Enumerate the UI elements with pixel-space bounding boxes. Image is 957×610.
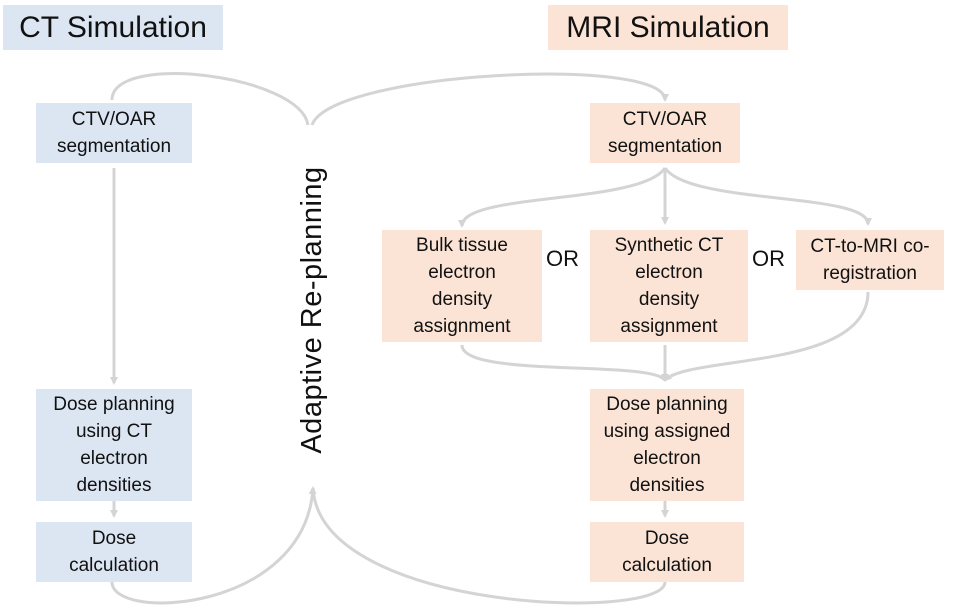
arrow-mri-seg-to-bulk bbox=[458, 167, 667, 228]
loop-mri-bottom bbox=[311, 487, 667, 605]
ct-dose-planning-box: Dose planning using CT electron densitie… bbox=[36, 389, 192, 501]
mri-dose-calculation-box: Dose calculation bbox=[590, 522, 744, 582]
or-label-left: OR bbox=[546, 246, 579, 271]
loop-ct-bottom bbox=[110, 486, 317, 605]
mri-dose-planning-box: Dose planning using assigned electron de… bbox=[590, 389, 744, 501]
ct-dose-calculation-box: Dose calculation bbox=[36, 522, 192, 582]
synthetic-ct-box: Synthetic CT electron density assignment bbox=[590, 230, 748, 342]
arrow-bulk-to-planning bbox=[460, 344, 667, 382]
or-label-right: OR bbox=[752, 246, 785, 271]
ct-to-mri-coregistration-box: CT-to-MRI co- registration bbox=[796, 230, 944, 290]
arrow-mri-seg-to-coreg bbox=[663, 167, 872, 226]
mri-simulation-title: MRI Simulation bbox=[548, 5, 788, 50]
arrow-coreg-to-planning bbox=[663, 291, 870, 382]
ct-simulation-title: CT Simulation bbox=[3, 5, 223, 50]
loop-mri-top bbox=[310, 72, 669, 126]
bulk-tissue-box: Bulk tissue electron density assignment bbox=[382, 230, 542, 342]
ct-segmentation-box: CTV/OAR segmentation bbox=[36, 103, 192, 163]
adaptive-replanning-label: Adaptive Re-planning bbox=[295, 166, 328, 454]
loop-ct-top bbox=[110, 72, 310, 126]
mri-segmentation-box: CTV/OAR segmentation bbox=[590, 103, 740, 163]
